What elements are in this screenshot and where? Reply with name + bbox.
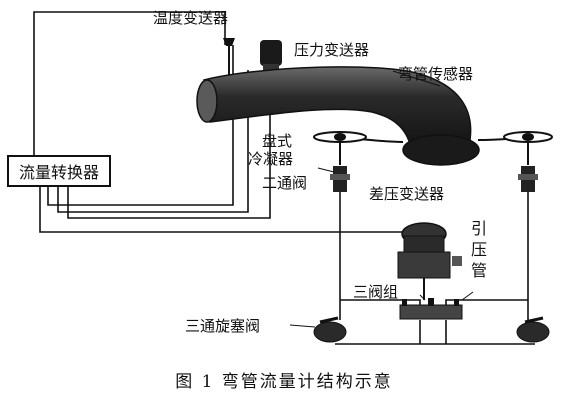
leader-lines	[289, 70, 474, 328]
label-three-way-plug-valve: 三通旋塞阀	[185, 317, 261, 335]
label-pressure-transmitter: 压力变送器	[294, 41, 370, 59]
label-coil-condenser-line1: 盘式	[262, 132, 293, 150]
temp-signal-wire-2	[47, 45, 234, 206]
pressure-signal-wire-2	[67, 72, 271, 219]
flow-converter-box: 流量转换器	[7, 155, 111, 187]
label-differential-pressure-transmitter: 差压变送器	[369, 185, 445, 203]
right-three-way-plug-valve	[516, 316, 550, 343]
label-elbow-sensor: 弯管传感器	[398, 65, 474, 83]
signal-wires	[33, 11, 421, 240]
left-coil-condenser	[313, 131, 367, 165]
label-two-way-valve: 二通阀	[262, 174, 308, 192]
elbow-pipe	[196, 66, 480, 166]
flow-converter-label: 流量转换器	[18, 163, 99, 182]
right-two-way-valve	[518, 166, 538, 192]
left-two-way-valve	[330, 166, 350, 192]
differential-pressure-transmitter	[397, 222, 462, 300]
label-three-valve-group: 三阀组	[353, 283, 399, 301]
temp-signal-wire	[33, 11, 226, 155]
label-temperature-transmitter: 温度变送器	[153, 9, 229, 27]
label-impulse-tube: 引压管	[470, 218, 488, 281]
three-valve-manifold	[399, 298, 463, 320]
right-coil-condenser	[503, 131, 553, 165]
impulse-tube-text: 引压管	[470, 219, 487, 280]
left-three-way-plug-valve	[313, 316, 347, 343]
figure-caption: 图 1 弯管流量计结构示意	[175, 372, 393, 392]
label-coil-condenser-line2: 冷凝器	[248, 150, 294, 168]
dp-signal-wire	[39, 187, 421, 240]
temperature-probe	[223, 38, 235, 80]
pressure-signal-wire	[57, 70, 249, 213]
